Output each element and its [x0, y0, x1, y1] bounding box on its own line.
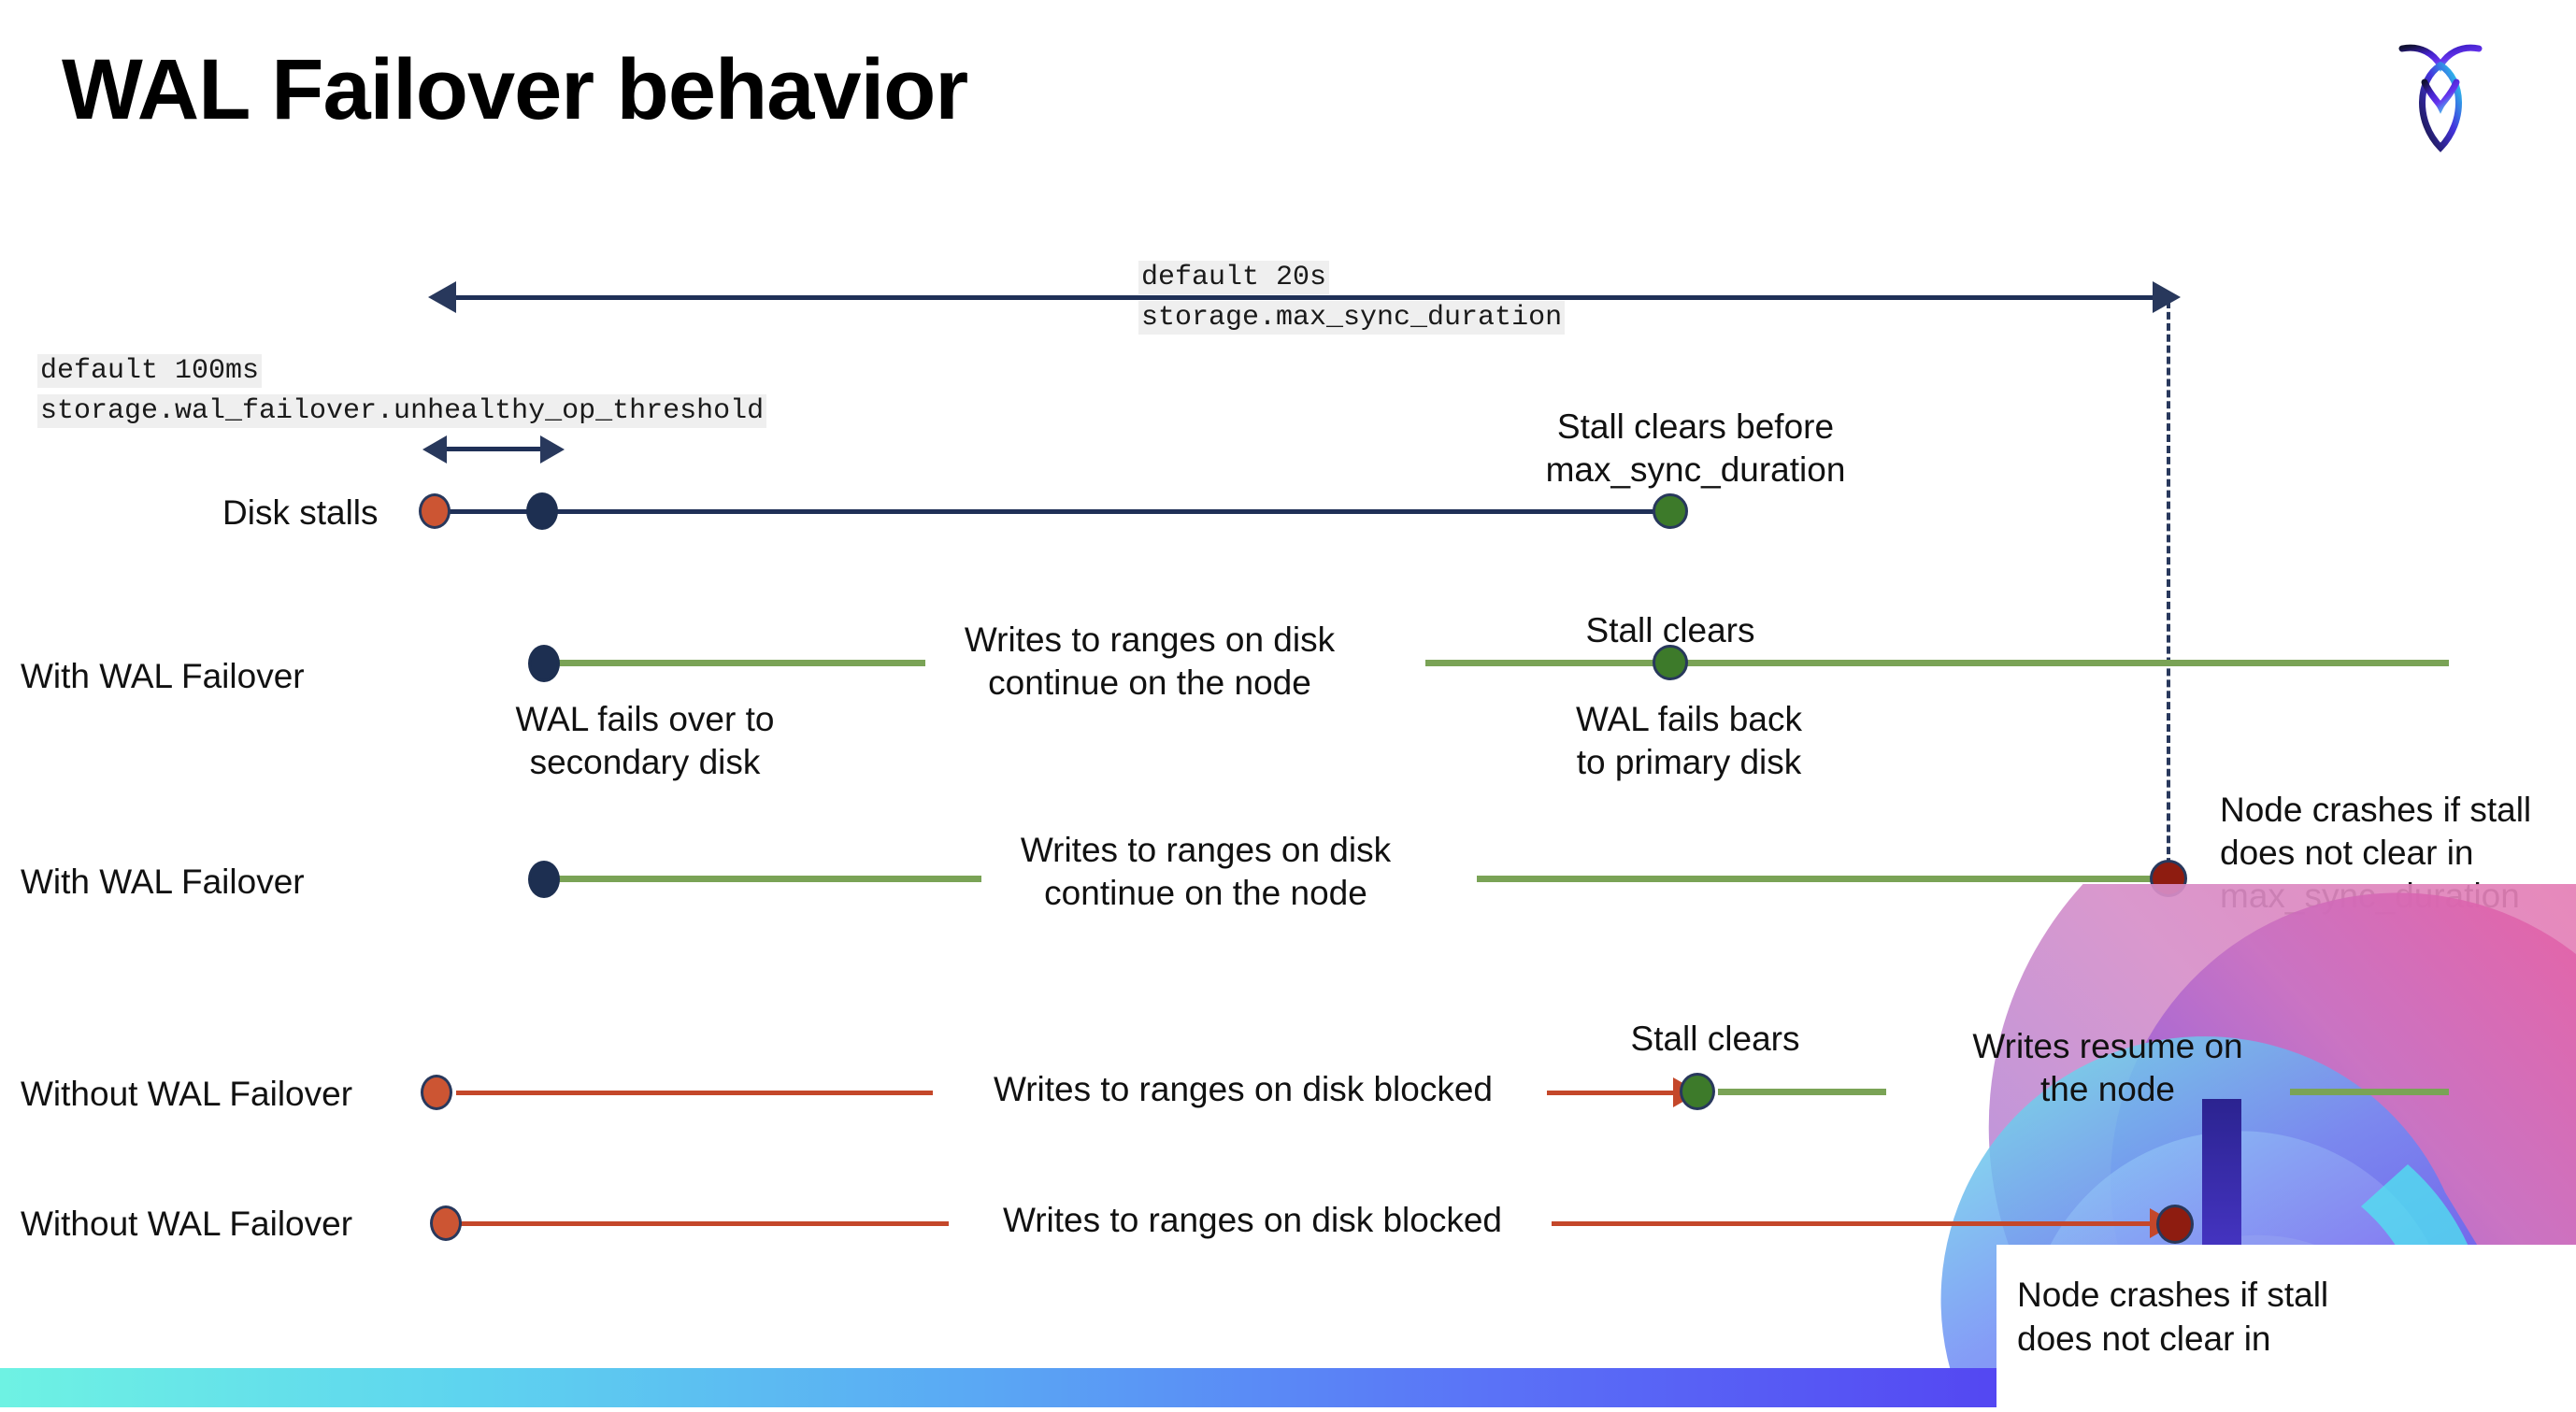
without-wal-failover-1-start-dot [421, 1075, 452, 1110]
crash-note-backdrop-bottom [1996, 1368, 2576, 1407]
wal-failover-2-failover-dot [528, 861, 560, 898]
wal-failover-1-failover-dot [528, 645, 560, 682]
wal-failover-2-segment-left [551, 876, 981, 882]
wal-failover-2-node-crash-dot [2150, 860, 2187, 897]
row-label-with-wal-failover-2: With WAL Failover [21, 863, 305, 901]
row-label-without-wal-failover-2: Without WAL Failover [21, 1205, 353, 1243]
wal-failover-1-mid-note-line2: continue on the node [988, 663, 1311, 702]
without-wal-failover-2-crash-note-line1: Node crashes if stall [2017, 1276, 2329, 1314]
disk-stalls-start-dot [419, 493, 451, 529]
disk-stalls-note-line1: Stall clears before [1556, 407, 1835, 446]
max-sync-duration-dashed-guide [2167, 301, 2170, 877]
without-wal-failover-1-blocked-line-left [456, 1091, 933, 1095]
disk-stalls-failover-threshold-dot [526, 492, 558, 530]
unhealthy-op-default-label: default 100ms [37, 350, 263, 392]
unhealthy-op-default-text: default 100ms [37, 354, 263, 388]
without-wal-failover-1-mid-note: Writes to ranges on disk blocked [993, 1070, 1494, 1108]
unhealthy-op-setting-label: storage.wal_failover.unhealthy_op_thresh… [37, 391, 767, 433]
row-label-without-wal-failover-1: Without WAL Failover [21, 1075, 353, 1113]
wal-failover-1-stall-clears-dot [1653, 645, 1688, 680]
disk-stalls-stall-clears-dot [1653, 493, 1688, 529]
unhealthy-op-threshold-span-line [444, 447, 542, 451]
page-title: WAL Failover behavior [62, 42, 968, 137]
max-sync-duration-span-line [456, 295, 2153, 300]
unhealthy-op-arrow-left-icon [422, 435, 447, 464]
disk-stalls-note-line2: max_sync_duration [1545, 450, 1846, 489]
without-wal-failover-2-start-dot [430, 1205, 462, 1241]
wal-failover-2-mid-note-line2: continue on the node [1044, 874, 1367, 912]
wal-failover-1-mid-note-line1: Writes to ranges on disk [964, 620, 1336, 659]
wal-failover-1-below-left-line2: secondary disk [529, 743, 761, 781]
without-wal-failover-1-resume-note-line1: Writes resume on [1972, 1027, 2243, 1065]
max-sync-default-text: default 20s [1138, 261, 1330, 294]
without-wal-failover-1-stall-clears-note: Stall clears [1630, 1020, 1800, 1058]
wal-failover-1-below-mid-line1: WAL fails back [1576, 700, 1802, 738]
without-wal-failover-2-blocked-line-left [458, 1221, 949, 1226]
without-wal-failover-2-crash-note-line2: does not clear in [2017, 1319, 2271, 1358]
row-label-with-wal-failover-1: With WAL Failover [21, 657, 305, 695]
wal-failover-2-segment-right [1477, 876, 2173, 882]
without-wal-failover-1-resume-note-line2: the node [2039, 1070, 2176, 1108]
unhealthy-op-setting-text: storage.wal_failover.unhealthy_op_thresh… [37, 394, 767, 428]
wal-failover-1-segment-right [1425, 660, 2449, 666]
wal-failover-2-crash-note-line1: Node crashes if stall [2220, 791, 2532, 829]
max-sync-setting-label: storage.max_sync_duration [1138, 297, 1566, 339]
max-sync-setting-text: storage.max_sync_duration [1138, 301, 1566, 335]
cockroachdb-logo-icon [2389, 28, 2492, 159]
max-sync-arrow-left-icon [428, 281, 456, 313]
wal-failover-2-mid-note-line1: Writes to ranges on disk [1020, 831, 1392, 869]
without-wal-failover-1-resume-line-1 [1718, 1089, 1886, 1095]
without-wal-failover-2-mid-note: Writes to ranges on disk blocked [1002, 1201, 1503, 1239]
wal-failover-1-below-left-line1: WAL fails over to [515, 700, 775, 738]
without-wal-failover-2-blocked-line-right [1552, 1221, 2164, 1226]
disk-stalls-timeline [437, 509, 1676, 514]
wal-failover-1-stall-clears-note: Stall clears [1585, 611, 1755, 649]
wal-failover-1-segment-left [551, 660, 925, 666]
without-wal-failover-1-blocked-line-right [1547, 1091, 1682, 1095]
without-wal-failover-1-stall-clears-dot [1680, 1073, 1715, 1110]
max-sync-default-label: default 20s [1138, 257, 1330, 299]
wal-failover-2-crash-note-line3: max_sync_duration [2220, 877, 2520, 915]
wal-failover-1-below-mid-line2: to primary disk [1576, 743, 1802, 781]
without-wal-failover-2-node-crash-dot [2156, 1205, 2194, 1244]
wal-failover-2-crash-note-line2: does not clear in [2220, 834, 2474, 872]
without-wal-failover-1-resume-line-2 [2290, 1089, 2449, 1095]
row-label-disk-stalls: Disk stalls [222, 493, 379, 532]
unhealthy-op-arrow-right-icon [540, 435, 565, 464]
